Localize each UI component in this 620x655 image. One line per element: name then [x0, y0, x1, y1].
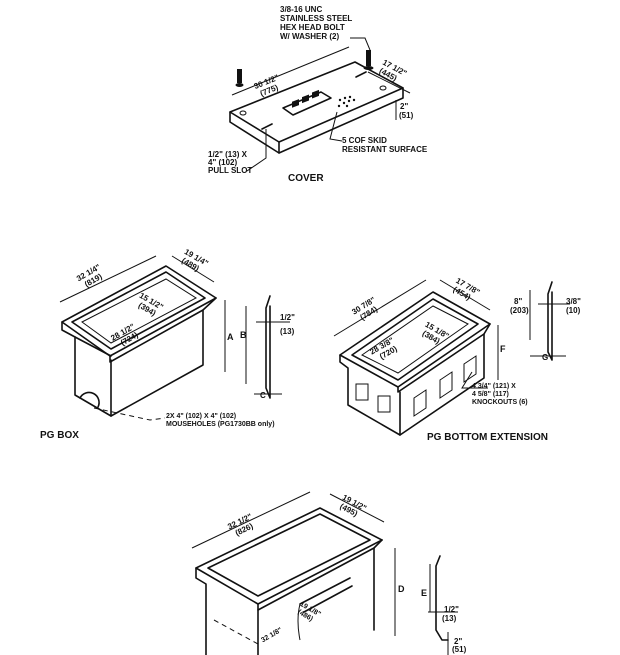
bottom-box-wall-profile — [435, 555, 449, 641]
pg-box-wall-label: 1/2" (13) — [280, 313, 297, 336]
bottom-box-flange-label: 2" (51) — [452, 637, 467, 654]
bottom-box-drawing: D 32 1/2" (826) 19 1/2" (495) 19 1/8" (4… — [191, 491, 467, 655]
cover-drawing: 3/8-16 UNC STAINLESS STEEL HEX HEAD BOLT… — [208, 5, 428, 184]
cover-top-face — [229, 61, 404, 143]
dim-a-label: A — [227, 332, 234, 342]
mousehole — [79, 391, 100, 408]
pg-ext-wall-label: 3/8" (10) — [566, 297, 583, 315]
bolt-icon — [363, 50, 374, 70]
dim-c-label: C — [260, 391, 266, 400]
dim-g-label: G — [542, 353, 548, 362]
knockout — [377, 395, 391, 413]
bottom-hidden-line — [213, 619, 259, 645]
knockout — [413, 389, 427, 417]
cover-slot-note: 1/2" (13) X 4" (102) PULL SLOT — [208, 150, 252, 175]
cover-logo — [282, 89, 332, 116]
pg-box-mousehole-note: 2X 4" (102) X 4" (102) MOUSEHOLES (PG173… — [166, 413, 275, 428]
knockout-leader — [461, 371, 488, 389]
dim-d-label: D — [398, 584, 405, 594]
pg-ext-inner-length-label: 28 3/8" (720) — [368, 335, 401, 365]
slot-leader — [246, 129, 267, 172]
pg-ext-height-label: 8" (203) — [510, 297, 529, 315]
pg-box-title: PG BOX — [40, 430, 79, 441]
cover-skid-note: 5 COF SKID RESISTANT SURFACE — [342, 136, 428, 154]
bottom-box-length-label: 32 1/2" (826) — [226, 511, 259, 540]
cover-height-label: 2" (51) — [399, 102, 414, 120]
cover-length-label: 30 1/2" (775) — [253, 72, 286, 99]
dim-e-label: E — [421, 588, 427, 598]
pg-ext-title: PG BOTTOM EXTENSION — [427, 432, 548, 443]
pg-box-drawing: A B 1/2" (13) C 32 1/4" (819) 19 1/4" (4… — [40, 247, 297, 441]
knockout — [355, 383, 369, 401]
knockout — [439, 371, 453, 399]
cover-title: COVER — [288, 173, 324, 184]
dim-b-label: B — [240, 330, 247, 340]
pg-ext-wall-profile — [547, 281, 553, 361]
bottom-box-wall-label: 1/2" (13) — [442, 605, 461, 623]
skid-surface-pattern — [337, 95, 356, 108]
pg-box-wall-profile — [265, 295, 271, 399]
bottom-box-width-label: 19 1/2" (495) — [337, 493, 370, 522]
knockout — [463, 355, 477, 383]
pg-box-width-label: 19 1/4" (489) — [178, 247, 211, 277]
pg-ext-knockout-note: 4 3/4" (121) X 4 5/8" (117) KNOCKOUTS (6… — [472, 383, 528, 406]
bottom-box-rim — [195, 507, 383, 605]
mousehole-leader — [93, 407, 166, 421]
skid-leader — [329, 111, 343, 142]
dim-f-label: F — [500, 344, 506, 354]
pg-ext-width-label: 17 7/8" (454) — [450, 276, 483, 306]
pg-extension-drawing: F 8" (203) 3/8" (10) G 30 7/8" (784) 17 … — [333, 276, 583, 443]
bolt-icon — [235, 69, 244, 87]
bolt-leader — [350, 37, 371, 51]
cover-bolt-note: 3/8-16 UNC STAINLESS STEEL HEX HEAD BOLT… — [280, 5, 354, 41]
bottom-box-inner-length-label: 32 1/8" — [260, 627, 283, 644]
